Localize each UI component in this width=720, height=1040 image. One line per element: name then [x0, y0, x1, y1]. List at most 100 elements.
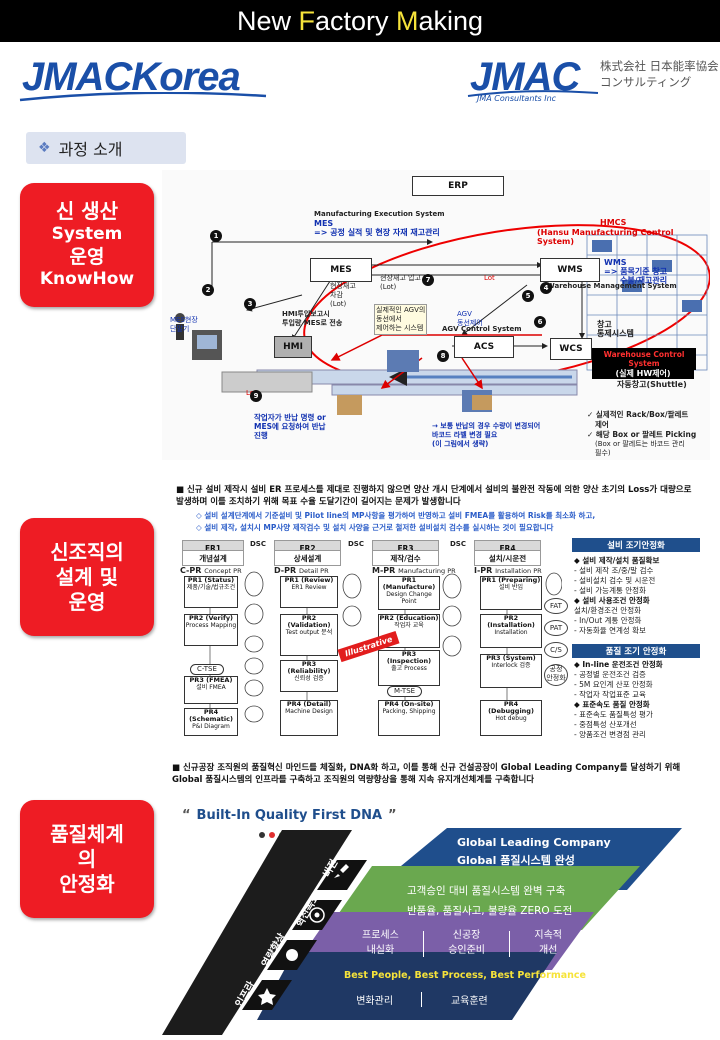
dsc-label: DSC: [250, 540, 266, 548]
label-line: 의: [77, 846, 97, 871]
step-badge: 6: [534, 316, 546, 328]
mes-terminal-label: MES현장 단말기: [170, 316, 198, 333]
vision-text: Global Leading Company Global 품질시스템 완성: [457, 836, 611, 867]
label-line: 품질체계: [50, 821, 124, 846]
warehouse-control-label: Warehouse Control System: [592, 348, 696, 370]
infra-slogan: Best People, Best Process, Best Performa…: [344, 970, 586, 981]
side-mark: C/S: [544, 642, 568, 658]
pr-box: PR1 (Review)ER1 Review: [280, 576, 338, 608]
jmac-jp-line: コンサルティング: [600, 75, 692, 89]
wms-desc: 수불/재고관리: [620, 276, 668, 285]
label-line: KnowHow: [39, 269, 135, 290]
worker-return-note: 작업자가 반납 명령 or MES에 요청하여 반납 진행: [254, 413, 326, 440]
title-part: F: [298, 5, 315, 36]
pr-box: PR2 (Installation)Installation: [480, 614, 542, 648]
divider: [421, 992, 423, 1007]
process-intro-label: 과정 소개: [58, 140, 123, 159]
side-mark: 공정 안정화: [544, 664, 568, 686]
step-badge: 5: [522, 290, 534, 302]
pr-box: PR3 (Reliability)신뢰성 검증: [280, 660, 338, 692]
picking-note: ✓ 해당 Box or 팔레트 Picking: [587, 430, 697, 439]
label-line: 설계 및: [55, 564, 119, 589]
jmac-japanese-name: 株式会社 日本能率協会 コンサルティング: [600, 58, 719, 90]
lot-label: Lot: [484, 274, 495, 282]
divider: [509, 931, 511, 957]
pr-box: PR2 (Validation)Test output 분석: [280, 614, 338, 656]
picking-note-text: 해당 Box or 팔레트 Picking: [595, 430, 697, 439]
label-line: 신조직의: [50, 539, 124, 564]
infra-cells: 변화관리 교육훈련: [342, 992, 502, 1007]
label-line: 운영: [69, 245, 105, 268]
org-note: ◇ 설비 설계단계에서 기준설비 및 Pilot line의 MP사항을 평가하…: [196, 511, 596, 520]
pr-box: PR1 (Status)제품/기술/법규조건: [184, 576, 238, 608]
label-line: 운영: [68, 589, 106, 614]
pr-box: PR1 (Preparing)설비 반입: [480, 576, 542, 610]
section-label-organization: 신조직의 설계 및 운영: [20, 518, 154, 636]
early-stabilization-list: ◆ 설비 제작/설치 품질확보 - 설비 제작 조/중/말 검수 - 설비설치 …: [574, 556, 660, 635]
rack-note-cont: 제어: [595, 420, 609, 429]
pr-box: PR2 (Verify)Process Mapping: [184, 614, 238, 646]
hw-control-label: (실제 HW제어): [592, 368, 694, 379]
shuttle-label: 자동창고(Shuttle): [617, 380, 687, 389]
title-part: New: [236, 5, 299, 36]
wms-abbr: WMS: [604, 258, 627, 267]
section-label-quality: 품질체계 의 안정화: [20, 800, 154, 918]
quality-stabilization-list: ◆ In-line 운전조건 안정화 - 공정별 운전조건 검증 - 5M 요인…: [574, 660, 663, 739]
jmac-korea-logo: JMACKorea: [22, 55, 241, 99]
pr-box: PR4 (Schematic)P&I Diagram: [184, 708, 238, 736]
side-mark: FAT: [544, 598, 568, 614]
title-part: actory: [314, 5, 396, 36]
mes-desc: => 공정 실적 및 현장 자재 재고관리: [314, 228, 440, 237]
step-badge: 4: [540, 282, 552, 294]
agv-note: AGV 동선제어: [457, 310, 483, 327]
hmcs-abbr: HMCS: [600, 218, 627, 227]
wcs-node: WCS: [550, 338, 592, 360]
pr-type-label: C-PR Concept PR: [180, 566, 242, 575]
divider: [423, 931, 424, 957]
er-stage-sub: 개념설계: [182, 550, 244, 566]
pr-box: PR3 (FMEA)설비 FMEA: [184, 676, 238, 704]
side-mark: PAT: [544, 620, 568, 636]
pr-box: PR1 (Manufacture)Design Change Point: [378, 576, 440, 610]
wms-title: Warehouse Management System: [547, 282, 677, 290]
quality-pyramid: [162, 828, 682, 1035]
rack-note-text: 실제적인 Rack/Box/팔레트: [595, 410, 689, 419]
acs-node: ACS: [454, 336, 514, 358]
infra-cell: 변화관리: [356, 996, 394, 1007]
quality-dna-graphic: “Built-In Quality First DNA” 비전 혁신목표 역량향…: [162, 790, 710, 1035]
diagram-lines: [175, 224, 710, 415]
system-flow-diagram: ERP Manufacturing Execution System MES =…: [162, 170, 710, 460]
erp-node: ERP: [412, 176, 504, 196]
pr-type-label: D-PR Detail PR: [274, 566, 329, 575]
return-label-note: → 보통 반납의 경우 수량이 변경되어 바코드 라벨 변경 필요 (이 그림에…: [432, 422, 541, 448]
mes-title: Manufacturing Execution System: [314, 210, 445, 218]
hmi-input-label: HMI투입보고시 투입량 MES로 전송: [282, 310, 343, 327]
step-badge: 3: [244, 298, 256, 310]
er-stage-sub: 설치/시운전: [474, 550, 541, 566]
quality-banner: “Built-In Quality First DNA”: [182, 808, 397, 823]
agv-control-title: AGV Control System: [442, 325, 522, 333]
process-intro-tag: ❖ 과정 소개: [26, 132, 186, 164]
section-label-production: 신 생산 System 운영 KnowHow: [20, 183, 154, 307]
wms-desc: => 품목기준 창고: [604, 267, 668, 276]
mes-node: MES: [310, 258, 372, 282]
mes-abbr: MES: [314, 219, 334, 228]
picking-note-cont: 필수): [595, 449, 611, 457]
org-design-description: ■ 신규 설비 제작시 설비 ER 프로세스를 제대로 진행하지 않으면 양산 …: [176, 485, 692, 507]
hmi-node: HMI: [274, 336, 312, 358]
title-part: aking: [418, 5, 484, 36]
infra-cell: 교육훈련: [450, 996, 488, 1007]
label-line: 신 생산: [55, 199, 119, 224]
wms-node: WMS: [540, 258, 600, 282]
title-part: M: [396, 5, 419, 36]
dsc-label: DSC: [450, 540, 466, 548]
org-note: ◇ 설비 제작, 설치시 MP사양 제작검수 및 설치 사양을 근거로 철저한 …: [196, 523, 554, 532]
pr-type-label: M-PR Manufacturing PR: [372, 566, 456, 575]
rack-note: ✓ 실제적인 Rack/Box/팔레트: [587, 410, 689, 419]
label-line: 안정화: [59, 871, 115, 896]
site-stock-label: 현장재고 차감 (Lot): [330, 282, 356, 308]
logo-swoosh-right: [467, 90, 599, 97]
